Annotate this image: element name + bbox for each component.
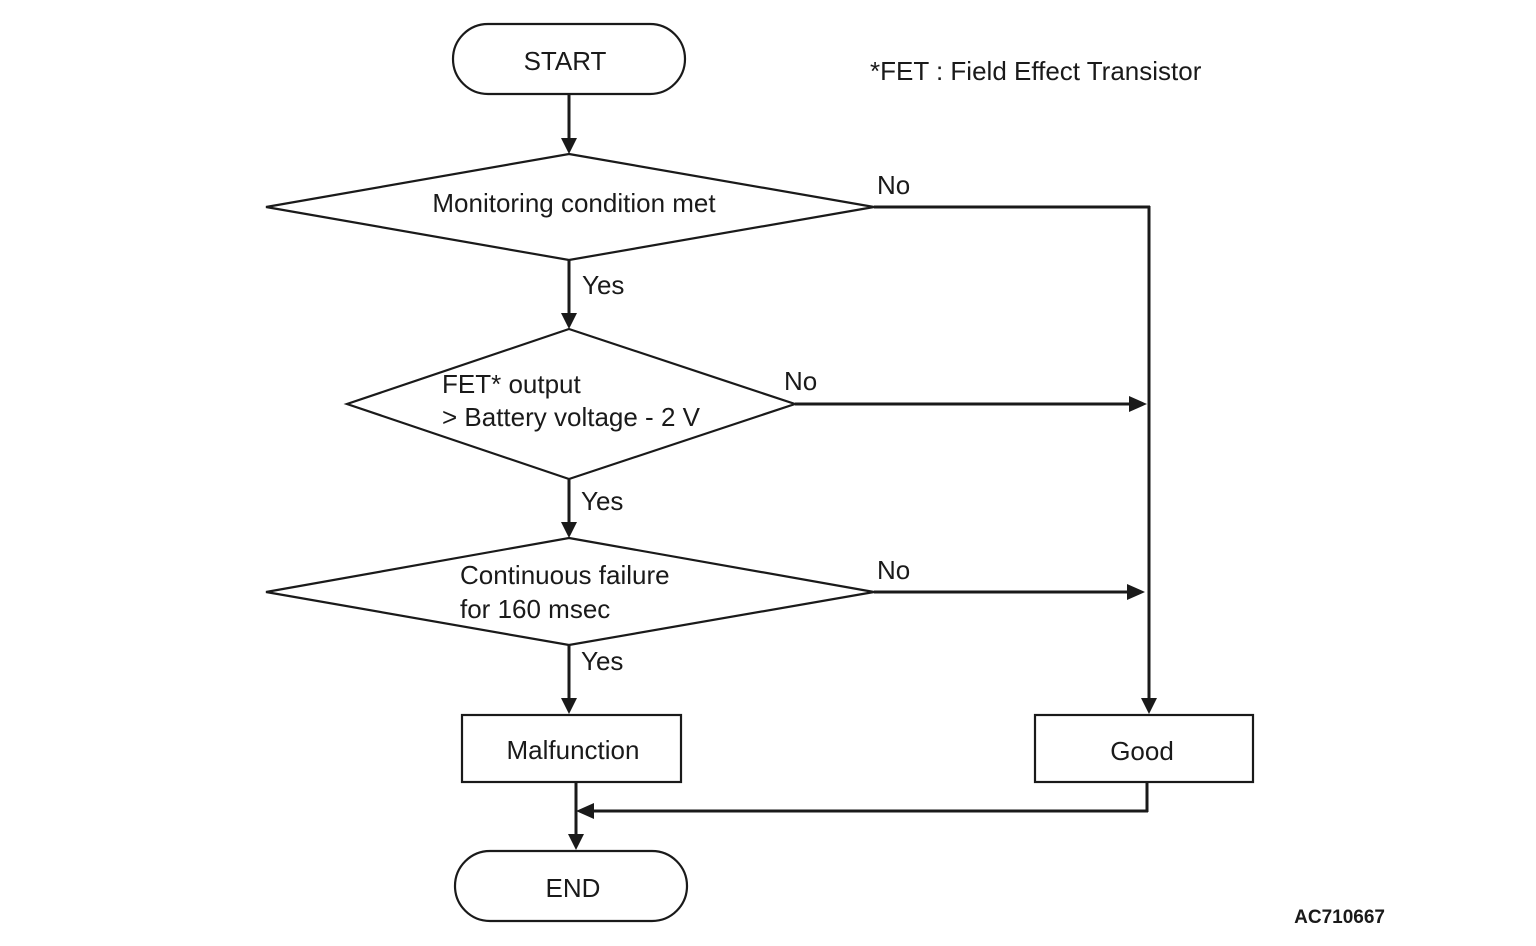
malfunction-label: Malfunction <box>507 735 640 765</box>
decision2-yes-label: Yes <box>581 486 623 516</box>
arrowhead-d3-no <box>1127 584 1145 600</box>
end-label: END <box>546 873 601 903</box>
arrowhead-d3-yes <box>561 698 577 714</box>
decision3-yes-label: Yes <box>581 646 623 676</box>
good-box <box>1033 713 1255 784</box>
fet-footnote: *FET : Field Effect Transistor <box>870 56 1202 86</box>
arrowhead-merge <box>576 803 594 819</box>
arrowhead-d1-yes <box>561 313 577 329</box>
decision3-label-line2: for 160 msec <box>460 594 610 624</box>
arrowhead-d2-yes <box>561 522 577 538</box>
arrowhead-d2-no <box>1129 396 1147 412</box>
end-terminal <box>453 849 689 923</box>
figure-code: AC710667 <box>1294 907 1385 928</box>
decision1-label: Monitoring condition met <box>432 188 716 218</box>
decision2-label-line1: FET* output <box>442 369 582 399</box>
decision3-no-label: No <box>877 555 910 585</box>
arrowhead-start-d1 <box>561 138 577 154</box>
start-label: START <box>524 46 607 76</box>
decision2-label-line2: > Battery voltage - 2 V <box>442 402 701 432</box>
decision2-no-label: No <box>784 366 817 396</box>
malfunction-box <box>460 713 683 784</box>
decision1-yes-label: Yes <box>582 270 624 300</box>
arrowhead-good <box>1141 698 1157 714</box>
decision-continuous-failure <box>265 536 875 647</box>
arrowhead-end <box>568 834 584 850</box>
decision3-label-line1: Continuous failure <box>460 560 670 590</box>
decision1-no-label: No <box>877 170 910 200</box>
good-label: Good <box>1110 736 1174 766</box>
